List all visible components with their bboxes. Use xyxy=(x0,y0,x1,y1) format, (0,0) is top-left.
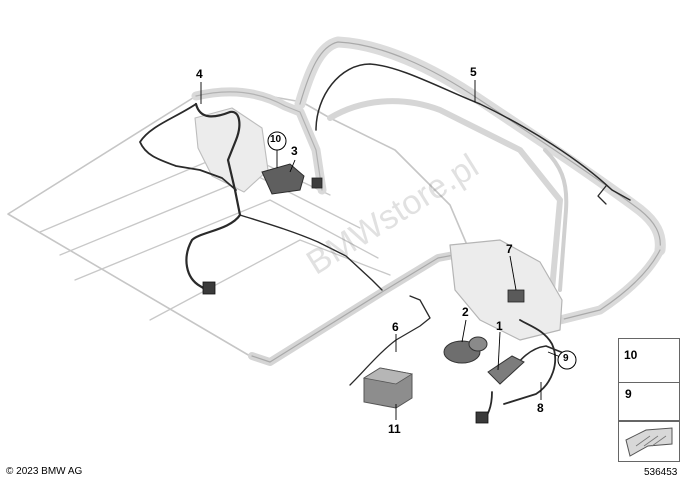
roof-frame xyxy=(7,36,666,366)
callout-6: 6 xyxy=(392,320,399,334)
circle-callout-10 xyxy=(267,131,287,151)
callout-7: 7 xyxy=(506,242,513,256)
left-side-rail-edge xyxy=(195,91,323,191)
legend-box-arrow xyxy=(618,420,680,462)
callout-1: 1 xyxy=(496,319,503,333)
harness-4-branch xyxy=(139,103,237,191)
leader-1 xyxy=(497,331,501,371)
right-side-rail-edge xyxy=(559,249,661,321)
right-side-rail xyxy=(555,245,665,325)
rear-bar-4 xyxy=(149,239,391,321)
inner-linkage-2 xyxy=(543,148,569,292)
sensor-7 xyxy=(507,289,525,303)
motor-3 xyxy=(261,163,305,195)
rear-bar-3 xyxy=(74,199,379,281)
legend-label-10: 10 xyxy=(624,348,638,362)
legend-box-9: 9 xyxy=(618,382,680,422)
callout-5: 5 xyxy=(470,65,477,79)
leader-7 xyxy=(509,255,517,291)
copyright-text: © 2023 BMW AG xyxy=(6,466,83,477)
leader-3 xyxy=(289,159,296,173)
harness-4-lower xyxy=(239,214,383,291)
diagram-number: 536453 xyxy=(644,467,678,478)
inner-linkage-1 xyxy=(327,98,563,293)
wiring-harnesses xyxy=(139,63,631,423)
drive-1 xyxy=(487,355,525,385)
motor-3-plug xyxy=(311,177,323,189)
callout-3: 3 xyxy=(291,144,298,158)
main-pivot-bracket xyxy=(449,239,563,341)
callout-11: 11 xyxy=(388,422,401,436)
callout-9: 9 xyxy=(563,353,569,364)
leader-2 xyxy=(461,319,467,343)
callout-10: 10 xyxy=(270,134,282,145)
harness-5-drop xyxy=(597,185,607,205)
harness-6 xyxy=(349,295,431,386)
harness-8-connector xyxy=(475,411,489,424)
harness-5 xyxy=(315,63,631,201)
top-bow-edge xyxy=(299,41,661,251)
callout-4: 4 xyxy=(196,67,203,81)
motor-2-cap xyxy=(468,336,488,352)
harness-4-connector xyxy=(202,281,216,295)
leader-lines xyxy=(200,80,564,420)
control-unit-top xyxy=(362,367,414,385)
callout-2: 2 xyxy=(462,305,469,319)
legend-label-9: 9 xyxy=(625,387,632,401)
callout-8: 8 xyxy=(537,401,544,415)
legend-arrow-hatch xyxy=(635,435,667,447)
components xyxy=(202,163,525,424)
legend-box-10: 10 xyxy=(618,338,680,384)
circle-callout-9 xyxy=(557,350,577,370)
